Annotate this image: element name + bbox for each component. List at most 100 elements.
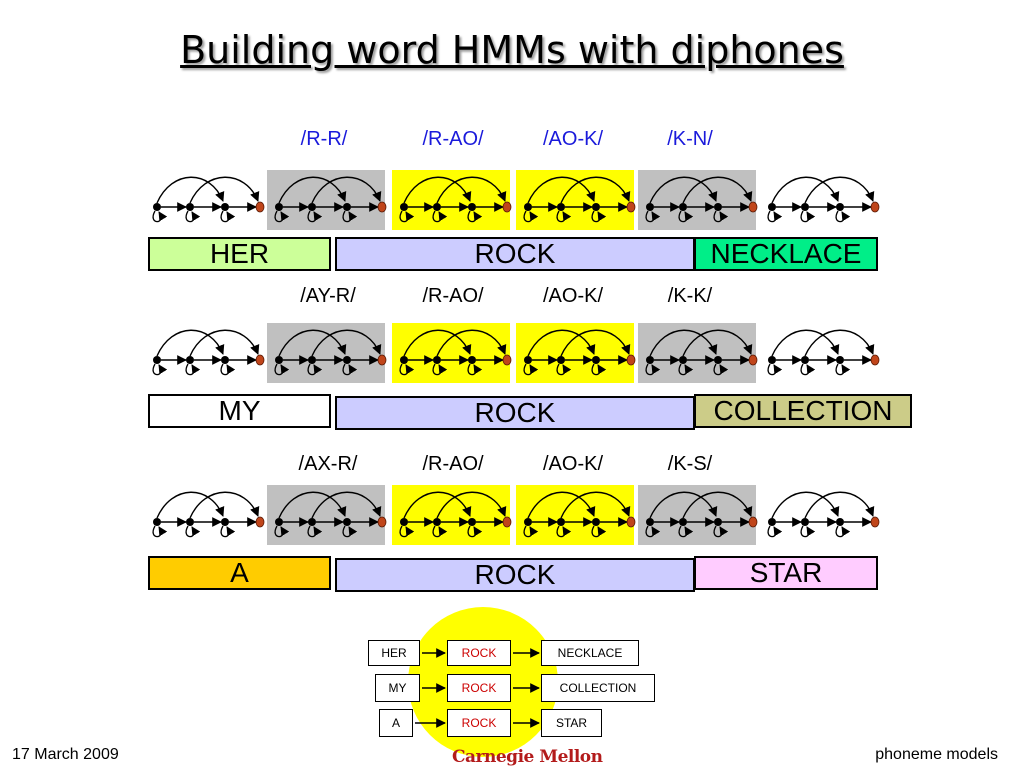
word-box-her: HER <box>148 237 331 271</box>
skip-arc <box>560 329 631 357</box>
university-logo: Carnegie Mellon <box>452 747 603 767</box>
self-loop <box>467 525 483 538</box>
hmm-state <box>768 203 776 211</box>
skip-arc <box>156 491 225 519</box>
self-loop <box>523 525 539 538</box>
self-loop <box>399 210 415 223</box>
skip-arc <box>649 491 718 519</box>
exit-state <box>377 516 387 528</box>
hmm-state <box>275 203 283 211</box>
skip-arc <box>527 329 596 357</box>
network-node-collection: COLLECTION <box>541 674 655 702</box>
hmm-state <box>308 356 316 364</box>
exit-state <box>255 354 265 366</box>
skip-arc <box>189 176 260 204</box>
diphone-segment-bg <box>638 170 756 230</box>
skip-arc <box>527 176 596 204</box>
hmm-state <box>433 518 441 526</box>
diphone-segment-bg <box>638 485 756 545</box>
hmm-state <box>343 518 351 526</box>
skip-arc <box>804 329 875 357</box>
diphone-label: /K-N/ <box>667 128 713 150</box>
hmm-state <box>714 356 722 364</box>
hmm-state <box>275 356 283 364</box>
diphone-label: /AO-K/ <box>542 453 603 475</box>
hmm-state <box>153 356 161 364</box>
exit-state <box>377 354 387 366</box>
diphone-hmm <box>274 491 387 538</box>
skip-arc <box>436 491 507 519</box>
hmm-state <box>836 203 844 211</box>
hmm-state <box>801 203 809 211</box>
self-loop <box>678 363 694 376</box>
exit-state <box>626 354 636 366</box>
hmm-state <box>468 356 476 364</box>
hmm-state <box>275 518 283 526</box>
diphone-label: /R-AO/ <box>422 453 484 475</box>
hmm-state <box>714 203 722 211</box>
exit-state <box>377 201 387 213</box>
self-loop <box>835 210 851 223</box>
diphone-segment-bg <box>145 170 263 230</box>
hmm-state <box>592 518 600 526</box>
word-box-my: MY <box>148 394 331 428</box>
skip-arc <box>649 329 718 357</box>
self-loop <box>399 363 415 376</box>
self-loop <box>152 363 168 376</box>
skip-arc <box>682 329 753 357</box>
diphone-label: /R-R/ <box>300 128 348 150</box>
hmm-state <box>646 203 654 211</box>
hmm-state <box>153 203 161 211</box>
hmm-state <box>801 518 809 526</box>
self-loop <box>307 210 323 223</box>
network-node-necklace: NECKLACE <box>541 640 639 666</box>
diphone-segment-bg <box>267 485 385 545</box>
exit-state <box>502 516 512 528</box>
hmm-state <box>308 518 316 526</box>
hmm-state <box>433 356 441 364</box>
skip-arc <box>311 329 382 357</box>
hmm-state <box>836 518 844 526</box>
diphone-segment-bg <box>760 485 878 545</box>
exit-state <box>870 201 880 213</box>
skip-arc <box>682 176 753 204</box>
self-loop <box>713 525 729 538</box>
diphone-segment-bg <box>516 170 634 230</box>
diphone-label: /AX-R/ <box>298 453 358 475</box>
hmm-state <box>646 356 654 364</box>
self-loop <box>591 210 607 223</box>
self-loop <box>220 525 236 538</box>
hmm-state <box>836 356 844 364</box>
hmm-state <box>679 518 687 526</box>
hmm-state <box>679 356 687 364</box>
skip-arc <box>682 491 753 519</box>
hmm-state <box>221 518 229 526</box>
hmm-state <box>186 203 194 211</box>
diphone-hmm <box>152 329 265 376</box>
hmm-state <box>308 203 316 211</box>
diphone-segment-bg <box>392 170 510 230</box>
hmm-state <box>592 203 600 211</box>
self-loop <box>152 210 168 223</box>
skip-arc <box>804 176 875 204</box>
skip-arc <box>278 176 347 204</box>
diphone-hmm <box>645 491 758 538</box>
self-loop <box>645 363 661 376</box>
self-loop <box>467 210 483 223</box>
diphone-hmm <box>645 176 758 223</box>
word-box-rock: ROCK <box>335 396 695 430</box>
diphone-segment-bg <box>516 485 634 545</box>
skip-arc <box>771 491 840 519</box>
diphone-hmm <box>767 491 880 538</box>
self-loop <box>523 363 539 376</box>
hmm-state <box>468 203 476 211</box>
self-loop <box>678 525 694 538</box>
exit-state <box>870 516 880 528</box>
word-box-collection: COLLECTION <box>694 394 912 428</box>
exit-state <box>255 516 265 528</box>
hmm-state <box>400 203 408 211</box>
diphone-segment-bg <box>760 323 878 383</box>
hmm-state <box>768 518 776 526</box>
exit-state <box>626 201 636 213</box>
